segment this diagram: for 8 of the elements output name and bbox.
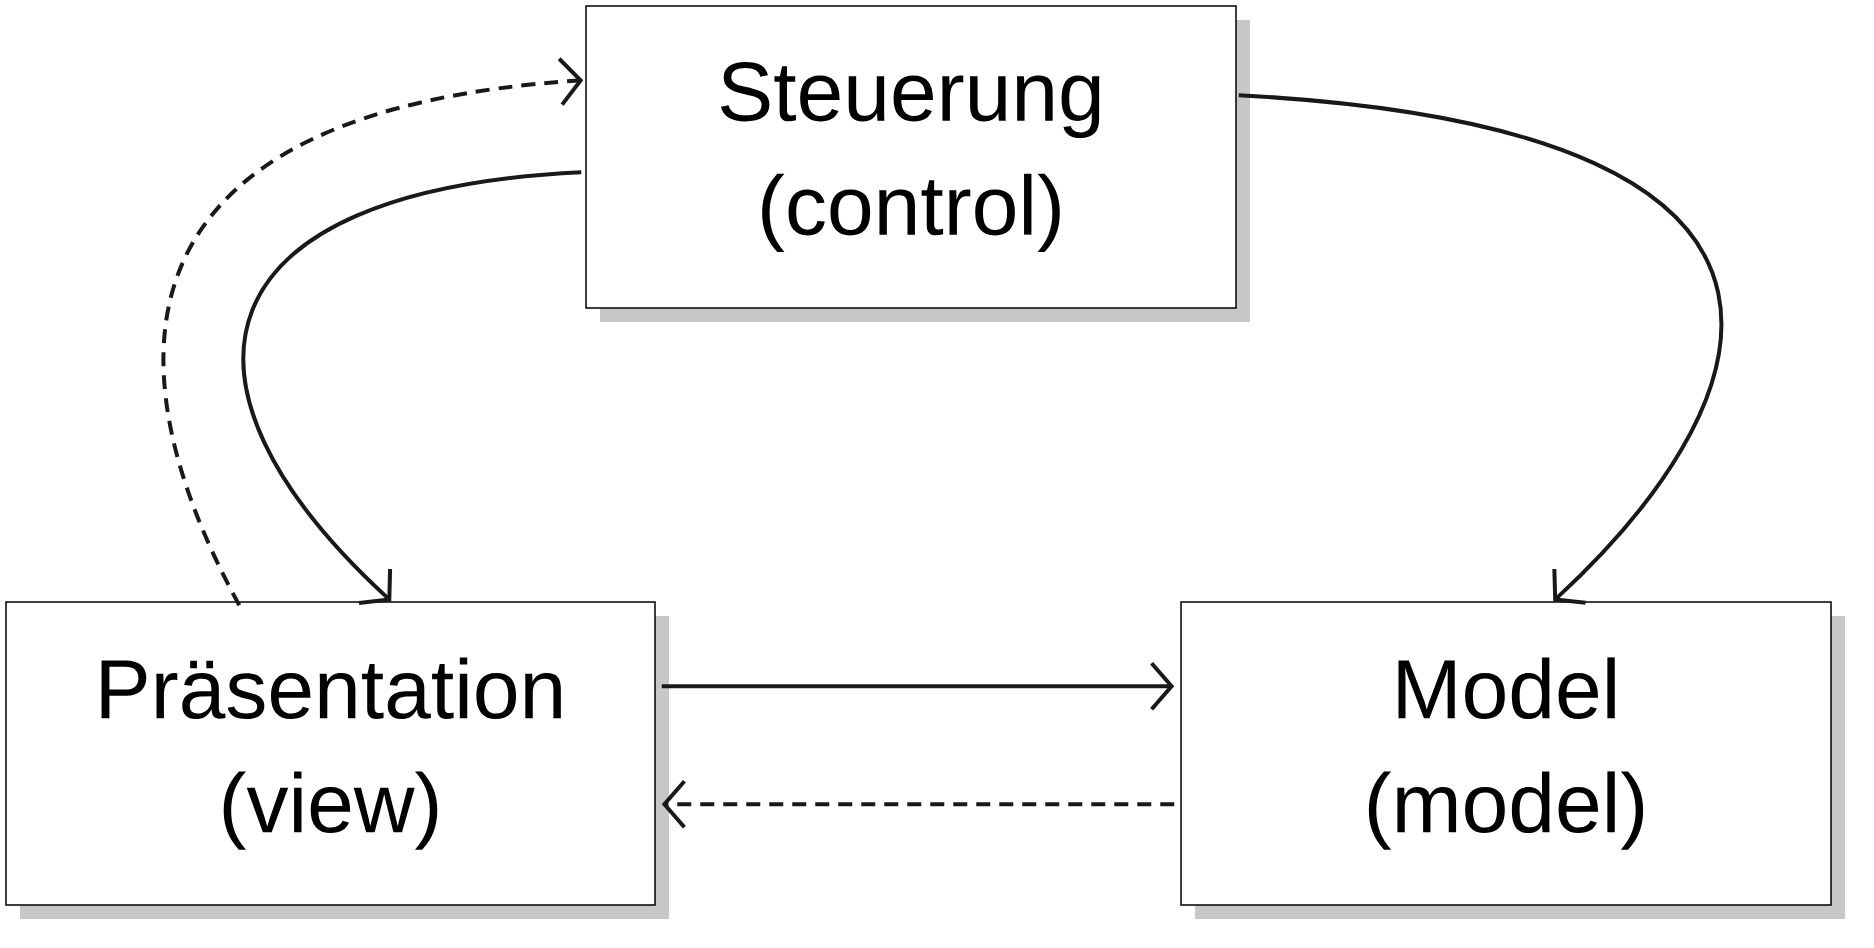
arrow bbox=[661, 779, 1175, 829]
arrow bbox=[241, 170, 582, 605]
process-box: Steuerung (control) bbox=[585, 5, 1250, 322]
arrow bbox=[161, 57, 584, 607]
process-box: Model (model) bbox=[1180, 601, 1845, 919]
process-box: Präsentation (view) bbox=[5, 601, 669, 919]
arrow bbox=[661, 661, 1175, 711]
arrow bbox=[1238, 93, 1722, 605]
